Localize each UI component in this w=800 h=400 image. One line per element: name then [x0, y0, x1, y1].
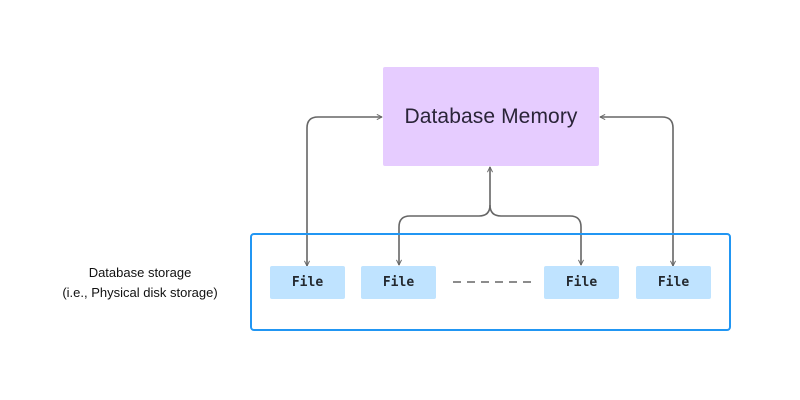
arrow-trunk-file2 [396, 204, 491, 266]
arrow-file1-memory [304, 114, 383, 267]
file-box-1: File [270, 266, 345, 299]
file-box-3: File [544, 266, 619, 299]
database-memory-box: Database Memory [383, 67, 599, 166]
file-label: File [382, 275, 415, 290]
file-label: File [291, 275, 324, 290]
storage-label-line2: (i.e., Physical disk storage) [62, 285, 218, 300]
file-box-2: File [361, 266, 436, 299]
file-label: File [657, 275, 690, 290]
database-memory-label: Database Memory [404, 104, 578, 128]
file-label: File [565, 275, 598, 290]
storage-label-line1: Database storage [88, 265, 192, 280]
arrow-trunk-file3 [489, 204, 584, 266]
database-storage-box [250, 233, 731, 331]
file-box-4: File [636, 266, 711, 299]
database-storage-label: Database storage (i.e., Physical disk st… [40, 263, 240, 303]
arrow-memory-file4 [599, 114, 676, 267]
